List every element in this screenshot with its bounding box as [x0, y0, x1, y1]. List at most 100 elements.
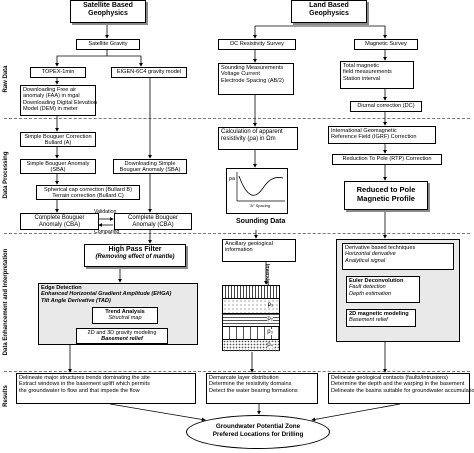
header-line: Geophysics — [309, 10, 349, 18]
land-result-box: Demarcate layer distribution Determine t… — [206, 373, 318, 404]
text-line: Complete Bouguer — [34, 215, 85, 221]
satellite-header: Satellite Based Geophysics — [70, 0, 146, 23]
text-line: Station interval — [343, 75, 381, 82]
box-label: Diurnal correction (DC) — [357, 103, 415, 109]
text-line: Analytical signal — [345, 257, 386, 264]
text-line: Voltage Current — [221, 71, 260, 78]
text-line: Model (DEM) in meter — [23, 106, 78, 113]
box-label: Reduction To Pole (RTP) Correction — [342, 156, 432, 162]
land-header: Land Based Geophysics — [291, 0, 367, 23]
layer-label: p₃ — [267, 329, 273, 335]
box-label: Magnetic Survey — [365, 41, 407, 47]
phase-divider — [4, 233, 470, 234]
text-line: Total magnetic — [343, 63, 380, 69]
layer-surface — [223, 286, 279, 299]
text-line: Extract windows in the basement uplift w… — [19, 381, 150, 388]
satellite-result-box: Delineate major structures trends domina… — [16, 373, 196, 404]
text-line: Anomaly (CBA) — [38, 221, 81, 228]
text-line: Calculation of apparent — [221, 129, 283, 135]
groundwater-potential-zone: Groundwater Potential Zone Prefered Loca… — [186, 415, 330, 449]
text-line: Anomaly (CBA) — [132, 221, 174, 228]
text-line: Tilt Angle Derivative (TAD) — [41, 297, 111, 304]
sounding-curve-graph — [236, 172, 285, 202]
validation-label: Validation — [94, 209, 117, 215]
text-line: Simple Bouguer Anomaly — [26, 161, 90, 167]
axis-label-rho: ρa — [229, 176, 235, 182]
euler-box: Euler Deconvolution Fault detection Dept… — [346, 276, 420, 303]
text-line: 2D and 3D gravity modeling — [87, 330, 157, 336]
sounding-data-label: Sounding Data — [236, 218, 286, 225]
topex-box: TOPEX-1min — [30, 67, 86, 78]
phase-divider — [4, 371, 470, 372]
total-field-box: Total magnetic field measurements Statio… — [340, 61, 414, 89]
text-line: anomaly (FAA) in mgal — [23, 93, 80, 100]
box-label: EIGEN-6C4 gravity model — [116, 69, 182, 75]
header-line: Geophysics — [88, 10, 128, 18]
text-line: Groundwater Potential Zone — [215, 423, 301, 430]
text-line: Euler Deconvolution — [349, 278, 404, 284]
text-line: field measurements — [343, 69, 392, 76]
text-line: Spherical cap correction (Bullard B) — [44, 187, 132, 193]
text-line: High Pass Filter — [108, 246, 162, 253]
sba-download-box: Downloading Simple Bouguer Anomaly (SBA) — [113, 159, 187, 174]
box-label: Satellite Gravity — [88, 41, 128, 47]
text-line: Derivative based techniques — [345, 245, 416, 251]
text-line: Delineate geological contacts (faults/in… — [331, 375, 448, 381]
text-line: Reduced to Pole — [356, 185, 416, 194]
apparent-resistivity-box: Calculation of apparent resistivity (ρa)… — [218, 127, 298, 150]
derivative-box: Derivative based techniques Horizontal d… — [342, 243, 454, 270]
text-line: (SBA) — [50, 167, 66, 174]
layer-label: p₂ — [267, 316, 273, 322]
spherical-cap-box: Spherical cap correction (Bullard B) Ter… — [36, 185, 140, 200]
gravity-modeling-box: 2D and 3D gravity modeling Basement reli… — [76, 328, 168, 344]
text-line: Fault detection — [349, 284, 386, 291]
layer-label: p₁ — [267, 302, 273, 308]
text-line: Determine the resistivity domains — [209, 381, 292, 388]
magnetic-survey-box: Magnetic Survey — [354, 39, 418, 50]
text-line: Trend Analysis — [105, 309, 145, 315]
downloading-box: Downloading Free air anomaly (FAA) in mg… — [20, 85, 98, 116]
cba-left-box: Complete Bouguer Anomaly (CBA) — [20, 213, 99, 230]
text-line: Basement relief — [101, 336, 143, 343]
cba-right-box: Complete Bouguer Anomaly (CBA) — [114, 213, 192, 230]
layer-1: p₁ — [223, 299, 279, 314]
text-line: Demarcate layer distribution — [209, 375, 279, 381]
text-line: information — [225, 247, 253, 254]
header-line: Land Based — [309, 2, 349, 9]
diurnal-box: Diurnal correction (DC) — [350, 101, 422, 112]
ancillary-box: Ancillary geological information — [222, 239, 296, 262]
text-line: resistivity (ρa) in Ωm — [221, 135, 276, 142]
text-line: the groundwater to flow and that impede … — [19, 387, 140, 394]
text-line: Sounding Measurements — [221, 65, 284, 71]
layer-3: p₃ — [223, 327, 279, 340]
trend-analysis-box: Trend Analysis Structral map — [92, 307, 158, 324]
text-line: Basement relief — [349, 317, 388, 324]
layer-4: p₄ — [223, 340, 279, 352]
text-line: 2D magnetic modeling — [349, 311, 409, 317]
text-line: Downloading Digital Elevation — [23, 99, 98, 106]
bouguer-correction-box: Simple Bouguer Correction Bullard (A) — [20, 132, 96, 147]
text-line: Complete Bouguer — [127, 215, 179, 221]
sba-left-box: Simple Bouguer Anomaly (SBA) — [20, 159, 96, 174]
text-line: Prefered Locations for Drilling — [212, 431, 304, 439]
header-line: Satellite Based — [83, 2, 133, 9]
axis-label-spacing: "A" Spacing — [249, 203, 271, 208]
text-line: Structral map — [108, 315, 142, 322]
text-line: Downloading Simple — [124, 161, 176, 167]
text-line: Simple Bouguer Correction — [24, 134, 92, 140]
satellite-gravity-box: Satellite Gravity — [76, 39, 140, 50]
text-line: Electrode Spacing (AB/2) — [221, 77, 284, 84]
layer-2: p₂ — [223, 314, 279, 327]
rtp-profile-box: Reduced to Pole Magnetic Profile — [344, 181, 428, 210]
text-line: (Removing effect of mantle) — [95, 254, 175, 261]
magnetic-modeling-box: 2D magnetic modeling Basement relief — [346, 309, 416, 327]
sounding-measurements-box: Sounding Measurements Voltage Current El… — [218, 63, 294, 95]
phase-divider — [4, 118, 470, 119]
text-line: International Geomagnetic — [331, 128, 397, 134]
layer-label: p₄ — [267, 342, 273, 348]
group-title: Edge Detection — [41, 285, 82, 291]
text-line: Delineate the basins suitable for ground… — [331, 387, 474, 394]
text-line: Bouguer Anomaly (SBA) — [119, 167, 181, 174]
comparing-label: Comparing — [94, 229, 120, 235]
text-line: Delineate major structures trends domina… — [19, 375, 150, 381]
